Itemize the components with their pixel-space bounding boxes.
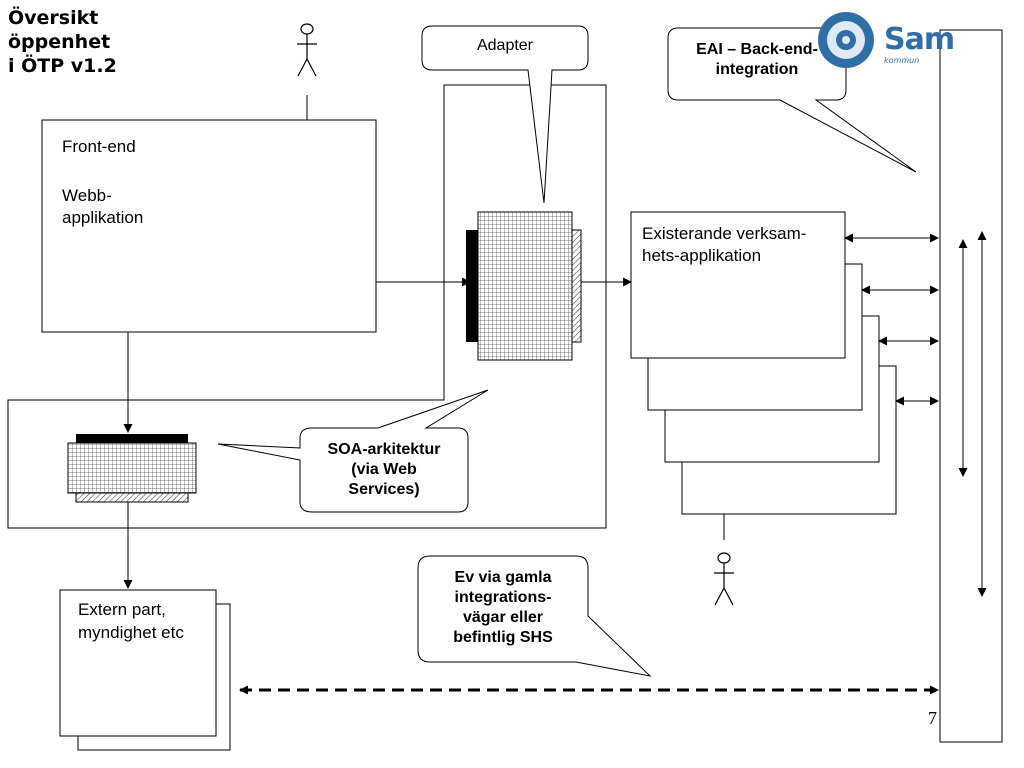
title-line: öppenhet [8, 31, 111, 53]
frontend-label: Front-end [62, 137, 136, 156]
adapter-callout-shape [421, 25, 589, 204]
app-box-1 [630, 211, 846, 359]
soa-callout-shape [217, 389, 489, 513]
ev-label: Ev via gamla integrations- vägar eller b… [418, 568, 588, 648]
soa-label: SOA-arkitektur (via Web Services) [300, 440, 468, 500]
soa-label-line: SOA-arkitektur [327, 441, 441, 458]
eai-label: EAI – Back-end- integration [668, 40, 846, 80]
person-icon [297, 23, 317, 77]
person-icon [714, 552, 734, 606]
frontend-sublabel: Webb- [62, 186, 112, 205]
ev-label-line: vägar eller [462, 609, 544, 626]
existing-app-label: Existerande verksam- [642, 224, 807, 243]
ev-label-line: integrations- [454, 589, 552, 606]
eai-bus [939, 29, 1003, 743]
ev-label-line: Ev via gamla [454, 569, 552, 586]
page-title: Översikt öppenhet i ÖTP v1.2 [8, 6, 117, 78]
adapter-label: Adapter [476, 37, 534, 54]
eai-label-line: EAI – Back-end- [696, 41, 818, 58]
soa-component [67, 434, 197, 503]
eai-label-line: integration [715, 61, 799, 78]
logo-text: Sam [884, 22, 955, 57]
ev-callout-shape [417, 555, 652, 677]
soa-label-line: (via Web [351, 461, 417, 478]
extern-label: myndighet etc [78, 623, 184, 642]
soa-boundary [7, 84, 607, 529]
adapter-component [466, 211, 582, 361]
extern-box [59, 589, 217, 737]
ev-label-line: befintlig SHS [453, 629, 553, 646]
extern-label: Extern part, [78, 600, 166, 619]
page-number: 7 [928, 708, 937, 728]
existing-app-label: hets-applikation [642, 246, 762, 265]
frontend-box [41, 119, 377, 333]
samverkan-logo [818, 12, 874, 68]
title-line: i ÖTP v1.2 [8, 55, 117, 77]
logo-subtext: kommun [884, 56, 920, 65]
title-line: Översikt [8, 7, 99, 29]
soa-label-line: Services) [348, 481, 420, 498]
frontend-sublabel: applikation [62, 208, 144, 227]
